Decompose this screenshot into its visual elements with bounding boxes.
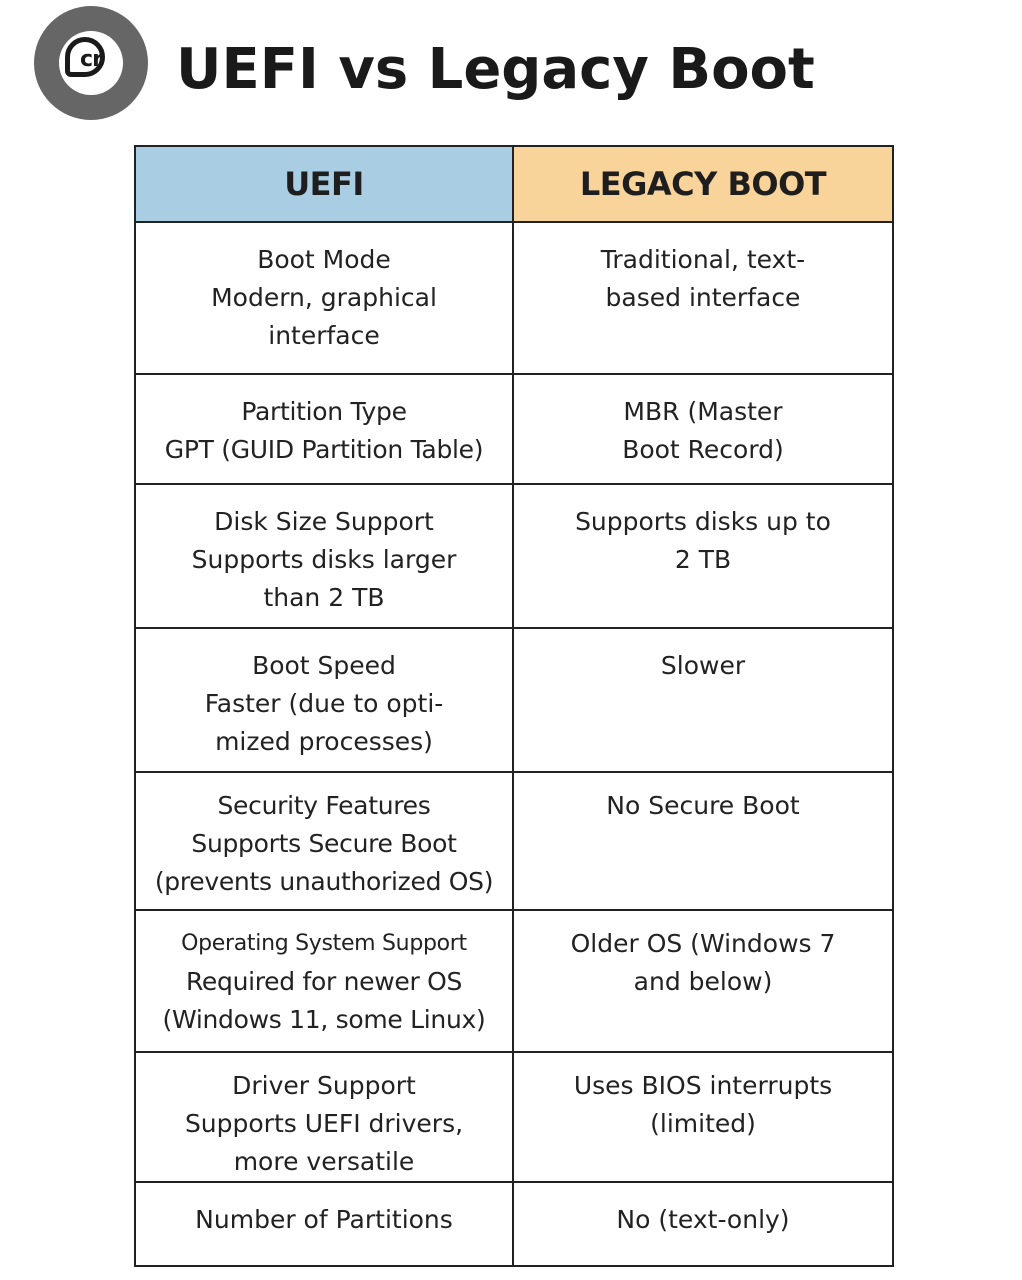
legacy-value: MBR (Master Boot Record): [622, 397, 784, 464]
header: cr: [34, 6, 148, 120]
feature-label: Boot Speed: [252, 651, 396, 680]
legacy-cell: Uses BIOS interrupts (limited): [512, 1051, 894, 1183]
logo-text: cr: [80, 47, 103, 72]
uefi-value: Supports disks larger than 2 TB: [191, 545, 457, 612]
table-row: Partition Type GPT (GUID Partition Table…: [134, 373, 894, 485]
comparison-table: UEFI LEGACY BOOT Boot Mode Modern, graph…: [134, 145, 894, 1267]
uefi-value: Supports Secure Boot (prevents unauthori…: [154, 829, 494, 896]
uefi-cell: Boot Speed Faster (due to opti-mized pro…: [134, 627, 514, 773]
legacy-cell: No Secure Boot: [512, 771, 894, 911]
speech-bubble-icon: [65, 37, 105, 77]
uefi-value: Supports UEFI drivers, more versatile: [184, 1109, 464, 1176]
uefi-value: Required for newer OS (Windows 11, some …: [162, 967, 486, 1034]
table-row: Disk Size Support Supports disks larger …: [134, 483, 894, 629]
feature-label: Security Features: [217, 791, 431, 820]
table-row: Number of Partitions No (text-only): [134, 1181, 894, 1267]
legacy-cell: Slower: [512, 627, 894, 773]
table-row: Operating System Support Required for ne…: [134, 909, 894, 1053]
feature-label: Driver Support: [232, 1071, 416, 1100]
uefi-cell: Partition Type GPT (GUID Partition Table…: [134, 373, 514, 485]
feature-label: Disk Size Support: [214, 507, 434, 536]
logo-badge-icon: cr: [59, 31, 123, 95]
legacy-value: Older OS (Windows 7 and below): [570, 929, 836, 996]
table-row: Security Features Supports Secure Boot (…: [134, 771, 894, 911]
table-row: Driver Support Supports UEFI drivers, mo…: [134, 1051, 894, 1183]
feature-label: Number of Partitions: [195, 1205, 453, 1234]
feature-label: Partition Type: [241, 397, 407, 426]
table-header-row: UEFI LEGACY BOOT: [134, 145, 894, 223]
feature-label: Boot Mode: [257, 245, 391, 274]
legacy-cell: Supports disks up to 2 TB: [512, 483, 894, 629]
column-header-legacy: LEGACY BOOT: [512, 145, 894, 223]
legacy-cell: Traditional, text-based interface: [512, 221, 894, 375]
table-row: Boot Speed Faster (due to opti-mized pro…: [134, 627, 894, 773]
brand-logo: cr: [34, 6, 148, 120]
legacy-cell: No (text-only): [512, 1181, 894, 1267]
legacy-value: Uses BIOS interrupts (limited): [573, 1071, 833, 1138]
legacy-cell: Older OS (Windows 7 and below): [512, 909, 894, 1053]
uefi-value: GPT (GUID Partition Table): [164, 435, 484, 464]
legacy-value: Supports disks up to 2 TB: [575, 507, 831, 574]
uefi-value: Modern, graphical interface: [211, 283, 437, 350]
uefi-cell: Operating System Support Required for ne…: [134, 909, 514, 1053]
column-header-uefi: UEFI: [134, 145, 514, 223]
uefi-cell: Boot Mode Modern, graphical interface: [134, 221, 514, 375]
legacy-cell: MBR (Master Boot Record): [512, 373, 894, 485]
uefi-value: Faster (due to opti-mized processes): [204, 689, 444, 756]
legacy-value: No (text-only): [616, 1205, 790, 1234]
legacy-value: Traditional, text-based interface: [600, 245, 806, 312]
page-title: UEFI vs Legacy Boot: [176, 37, 815, 102]
legacy-value: Slower: [660, 651, 746, 680]
table-row: Boot Mode Modern, graphical interface Tr…: [134, 221, 894, 375]
feature-label: Operating System Support: [181, 931, 467, 956]
uefi-cell: Number of Partitions: [134, 1181, 514, 1267]
uefi-cell: Disk Size Support Supports disks larger …: [134, 483, 514, 629]
legacy-value: No Secure Boot: [606, 791, 800, 820]
uefi-cell: Security Features Supports Secure Boot (…: [134, 771, 514, 911]
uefi-cell: Driver Support Supports UEFI drivers, mo…: [134, 1051, 514, 1183]
